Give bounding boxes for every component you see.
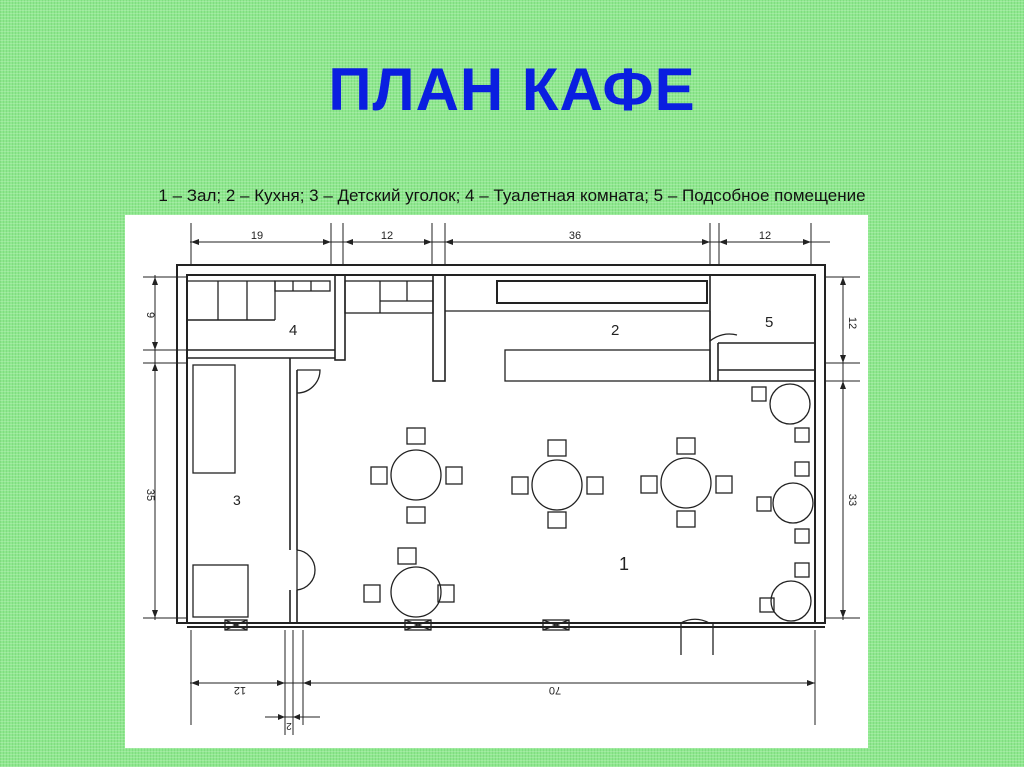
dim-bottom-wall: 2: [286, 720, 292, 731]
interior-walls: [187, 274, 815, 623]
wall-tables: [751, 383, 814, 622]
table-group: [640, 437, 733, 528]
dim-top-kitchen: 36: [569, 230, 581, 242]
dim-top-restroom: 19: [251, 230, 263, 242]
exterior-walls: [176, 264, 826, 628]
floor-plan: 19 12 36 12 9 35 12 33 12 70 2 1 2 3 4 5: [125, 215, 868, 748]
room-label-hall: 1: [619, 554, 629, 574]
page-title: ПЛАН КАФЕ: [328, 56, 696, 123]
kitchen-counters: [344, 280, 711, 382]
dim-left-restroom: 9: [144, 312, 156, 318]
dim-top-kitchen-left: 12: [381, 230, 393, 242]
dimension-arrows: [152, 239, 846, 720]
dimension-lines: [143, 223, 860, 735]
table-group: [511, 439, 604, 529]
dim-right-storage: 12: [846, 317, 858, 329]
kids-corner-furniture: [192, 364, 249, 618]
dim-top-storage: 12: [759, 230, 771, 242]
floor-plan-drawing: 19 12 36 12 9 35 12 33 12 70 2 1 2 3 4 5: [143, 223, 860, 735]
table-group: [363, 547, 455, 618]
table-group: [370, 427, 463, 524]
dim-bottom-kids: 12: [234, 684, 246, 696]
room-label-kitchen: 2: [611, 322, 619, 339]
room-legend: 1 – Зал; 2 – Кухня; 3 – Детский уголок; …: [158, 186, 866, 205]
room-label-kids-corner: 3: [233, 492, 241, 508]
dining-tables: [363, 383, 814, 622]
doors: [296, 311, 738, 655]
room-label-storage: 5: [765, 314, 773, 331]
dim-right-hall: 33: [846, 494, 858, 506]
dim-bottom-hall: 70: [549, 684, 561, 696]
restroom-cubicles: [187, 280, 331, 320]
room-label-restroom: 4: [289, 322, 297, 339]
dim-left-kids: 35: [144, 489, 156, 501]
windows: [224, 619, 570, 631]
